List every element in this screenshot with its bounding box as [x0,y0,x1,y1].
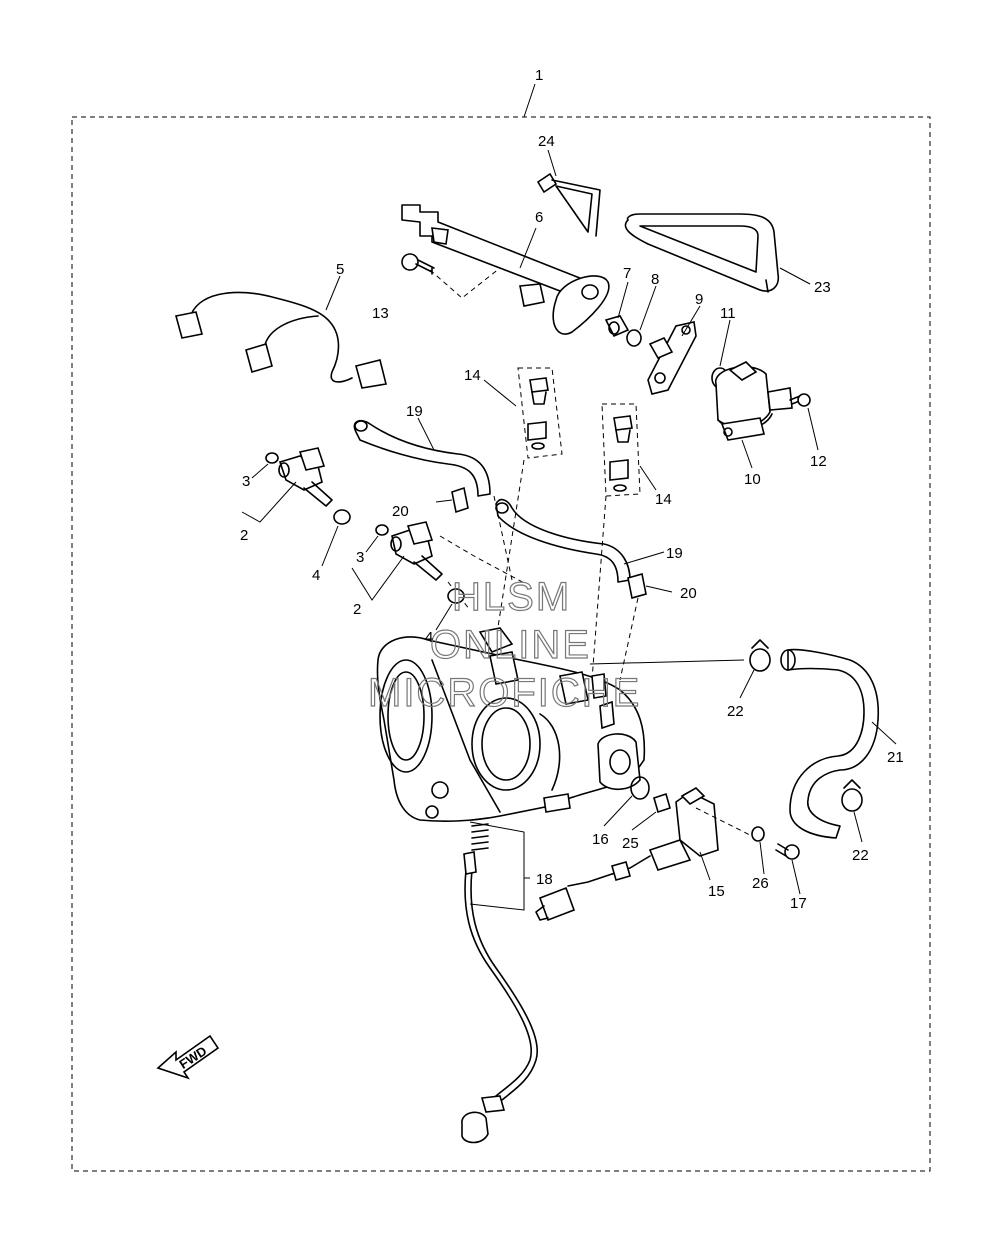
svg-text:MICROFICHE: MICROFICHE [368,671,641,715]
cap-20-lower[interactable] [627,572,647,600]
callout-26: 26 [752,875,769,892]
callout-6: 6 [535,209,543,226]
callout-24: 24 [538,133,555,150]
throttle-position-sensor[interactable] [535,787,719,922]
hose-19-upper[interactable] [353,419,491,497]
collar-25[interactable] [653,792,671,814]
injector-sub-harness[interactable] [175,291,387,389]
forward-direction-arrow: FWD [156,1034,220,1080]
callout-11: 11 [720,305,736,322]
hose-19-lower[interactable] [495,498,631,583]
grommet-4-upper[interactable] [333,509,351,525]
callout-1: 1 [535,67,543,84]
hose-21[interactable] [780,648,880,839]
callout-23: 23 [814,279,831,296]
callout-17: 17 [790,895,807,912]
callout-22-upper: 22 [727,703,744,720]
screw-12[interactable] [789,393,811,407]
throttle-stop-cable[interactable] [461,851,538,1144]
throttle-stop-spring[interactable] [471,817,489,851]
fuel-rail-bracket[interactable] [536,172,601,237]
callout-18: 18 [536,871,553,888]
watermark: HLSM ONLINE MICROFICHE [367,574,641,715]
callout-8: 8 [651,271,659,288]
regulator-bracket[interactable] [647,321,697,395]
washer-26[interactable] [751,826,765,842]
callout-16: 16 [592,831,609,848]
pressure-regulator[interactable] [715,361,793,441]
screw-17[interactable] [775,843,800,860]
callout-4-upper: 4 [312,567,320,584]
clamp-22-upper[interactable] [749,639,771,672]
callout-7: 7 [623,265,631,282]
callout-3-lower: 3 [356,549,364,566]
fuel-delivery-pipe[interactable] [401,204,610,335]
seal-kit-14-left[interactable] [517,367,563,459]
callout-19-lower: 19 [666,545,683,562]
o-ring-3-lower[interactable] [375,524,389,536]
assembly-boundary [71,116,931,1172]
callout-14-left: 14 [464,367,481,384]
hose-23[interactable] [624,213,780,293]
fuel-injector-lower[interactable] [390,521,443,581]
callout-4-lower: 4 [425,629,433,646]
callout-21: 21 [887,749,904,766]
callout-9: 9 [695,291,703,308]
o-ring-16[interactable] [630,776,650,800]
o-ring-8[interactable] [626,329,642,347]
svg-text:HLSM: HLSM [452,575,571,619]
seal-kit-14-right[interactable] [601,403,641,497]
screw-13[interactable] [401,253,435,275]
callout-3-upper: 3 [242,473,250,490]
callout-10: 10 [744,471,761,488]
callout-19-upper: 19 [406,403,423,420]
callout-2-upper: 2 [240,527,248,544]
svg-text:ONLINE: ONLINE [430,623,591,667]
callout-labels: 1 24 6 5 13 7 8 9 11 23 14 14 19 19 10 1… [240,67,904,912]
throttle-body[interactable] [376,627,646,822]
callout-20-lower: 20 [680,585,697,602]
callout-14-right: 14 [655,491,672,508]
clamp-22-lower[interactable] [841,779,863,812]
callout-5: 5 [336,261,344,278]
callout-13: 13 [372,305,389,322]
cap-20-upper[interactable] [451,486,469,514]
fuel-injector-upper[interactable] [278,447,333,507]
callout-22-lower: 22 [852,847,869,864]
callout-20-upper: 20 [392,503,409,520]
callout-2-lower: 2 [353,601,361,618]
o-ring-3-upper[interactable] [265,452,279,464]
callout-12: 12 [810,453,827,470]
callout-15: 15 [708,883,725,900]
grommet-4-lower[interactable] [447,588,465,604]
collar-7[interactable] [604,315,630,338]
callout-25: 25 [622,835,639,852]
